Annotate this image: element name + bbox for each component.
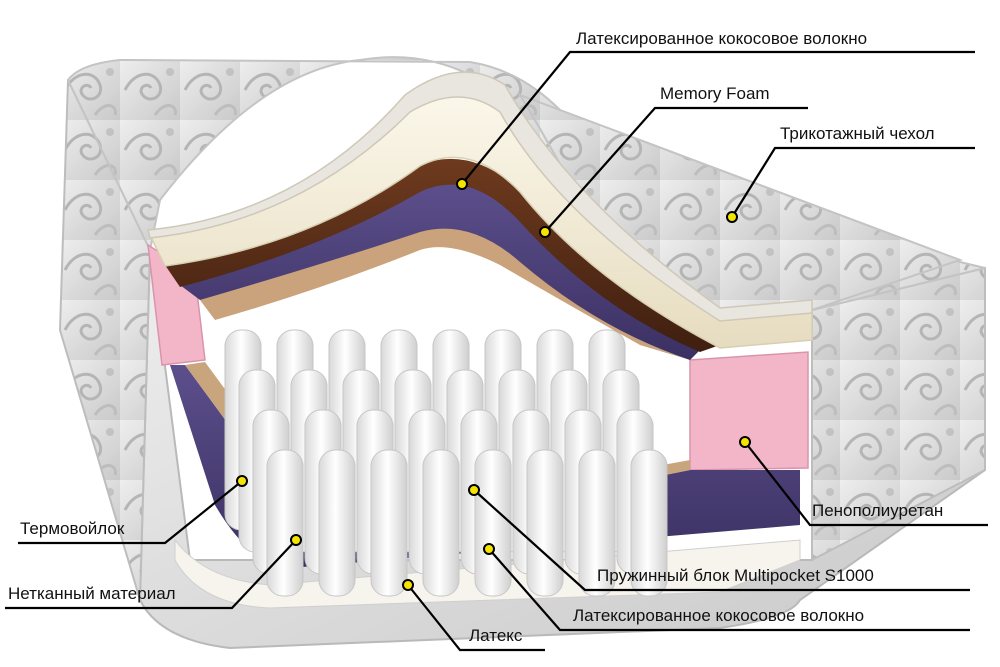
marker-pu-foam [739,436,751,448]
leader-spring-block [473,489,970,592]
spring-pocket [318,449,356,597]
leader-nonwoven [5,539,297,610]
leader-lines [5,50,988,652]
label-pu-foam: Пенополиуретан [812,501,944,520]
label-top-coir: Латексированное кокосовое волокно [576,29,868,48]
spring-pocket [370,449,408,597]
label-cover: Трикотажный чехол [780,124,935,143]
leader-bottom-coir [488,548,970,632]
leader-memory-foam [544,106,808,233]
marker-top-coir [456,178,468,190]
marker-nonwoven [290,534,302,546]
spring-block [224,329,668,597]
leader-top-coir [461,50,975,185]
lifted-nonwoven-layer [200,226,690,360]
pu-foam-right [689,351,809,471]
marker-felt [236,475,248,487]
label-spring-block: Пружинный блок Multipocket S1000 [597,566,874,585]
lifted-coir-layer [165,158,720,352]
label-bottom-coir: Латексированное кокосовое волокно [573,606,865,625]
marker-spring-block [468,484,480,496]
spring-pocket [526,449,564,597]
spring-pocket [474,449,512,597]
marker-bottom-coir [483,543,495,555]
markers [236,178,751,591]
spring-pocket [630,449,668,597]
marker-cover [726,211,738,223]
spring-pocket [422,449,460,597]
label-memory-foam: Memory Foam [660,84,770,103]
lifted-cover-layer [147,71,813,322]
marker-latex [402,579,414,591]
marker-memory-foam [539,226,551,238]
label-felt: Термовойлок [20,519,125,538]
leader-pu-foam [744,441,988,527]
spring-pocket [266,449,304,597]
leader-cover [731,146,975,218]
mattress-illustration [58,56,986,650]
spring-pocket [578,449,616,597]
leader-felt [18,480,243,545]
leader-latex [407,584,545,652]
label-nonwoven: Нетканный материал [8,584,176,603]
label-latex: Латекс [469,626,523,645]
lifted-felt-layer [180,182,700,360]
